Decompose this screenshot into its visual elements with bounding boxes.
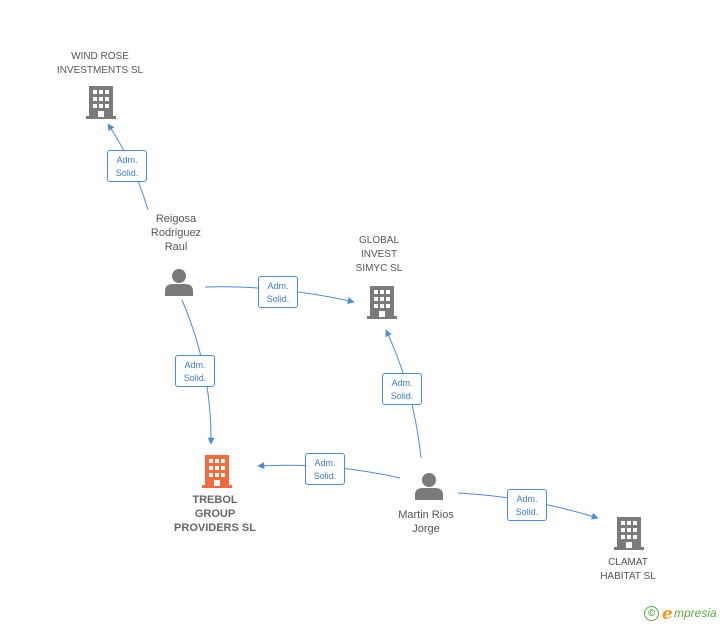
node-label-line: PROVIDERS SL [174, 522, 256, 534]
person-icon[interactable] [164, 268, 194, 296]
edge-label-line-2: Solid. [390, 391, 414, 401]
edge-label-martin-trebol[interactable]: Adm. Solid. [305, 453, 345, 485]
edge-label-line-2: Solid. [115, 168, 139, 178]
copyright-icon: © [644, 606, 659, 621]
node-label-line: Rodriguez [150, 227, 202, 239]
node-label-line: GLOBAL [358, 235, 400, 246]
node-label-martin[interactable]: Martin Rios Jorge [376, 508, 476, 536]
building-icon[interactable] [86, 85, 116, 119]
node-label-line: Reigosa [155, 213, 197, 225]
edge-label-line-1: Adm. [516, 494, 538, 504]
edge-label-martin-global-invest[interactable]: Adm. Solid. [382, 373, 422, 405]
node-label-clamat[interactable]: CLAMAT HABITAT SL [578, 556, 678, 584]
edge-label-line-1: Adm. [184, 360, 206, 370]
brand-footer: © e mpresia [644, 604, 724, 626]
building-icon[interactable] [367, 285, 397, 319]
brand-logo-initial: e [662, 604, 673, 624]
node-label-line: Martin Rios [398, 509, 454, 521]
person-icon[interactable] [414, 472, 444, 500]
node-label-line: CLAMAT [608, 557, 648, 568]
edge-label-line-2: Solid. [183, 373, 207, 383]
edge-label-line-1: Adm. [116, 155, 138, 165]
node-label-trebol[interactable]: TREBOL GROUP PROVIDERS SL [155, 493, 275, 535]
node-label-global-invest[interactable]: GLOBAL INVEST SIMYC SL [329, 234, 429, 276]
edge-label-reigosa-trebol[interactable]: Adm. Solid. [175, 355, 215, 387]
node-label-line: HABITAT SL [600, 571, 656, 582]
node-label-line: TREBOL [192, 494, 238, 506]
edge-label-line-2: Solid. [266, 294, 290, 304]
edge-label-reigosa-global-invest[interactable]: Adm. Solid. [258, 276, 298, 308]
edge-label-line-1: Adm. [314, 458, 336, 468]
node-label-line: WIND ROSE [71, 51, 129, 62]
node-label-reigosa[interactable]: Reigosa Rodriguez Raul [126, 212, 226, 254]
edge-label-martin-clamat[interactable]: Adm. Solid. [507, 489, 547, 521]
node-label-line: Jorge [412, 523, 440, 535]
node-label-line: SIMYC SL [355, 263, 403, 274]
brand-logo-text: mpresia [674, 606, 717, 620]
edge-label-line-2: Solid. [313, 471, 337, 481]
node-label-line: GROUP [194, 508, 236, 520]
node-label-wind-rose[interactable]: WIND ROSE INVESTMENTS SL [40, 50, 160, 78]
node-label-line: Raul [164, 241, 188, 253]
node-label-line: INVESTMENTS SL [56, 65, 144, 76]
edge-label-line-2: Solid. [515, 507, 539, 517]
edge-label-line-1: Adm. [267, 281, 289, 291]
building-icon[interactable] [614, 516, 644, 550]
building-icon[interactable] [202, 454, 232, 488]
edge-label-line-1: Adm. [391, 378, 413, 388]
edge-label-reigosa-wind-rose[interactable]: Adm. Solid. [107, 150, 147, 182]
node-label-line: INVEST [360, 249, 398, 260]
